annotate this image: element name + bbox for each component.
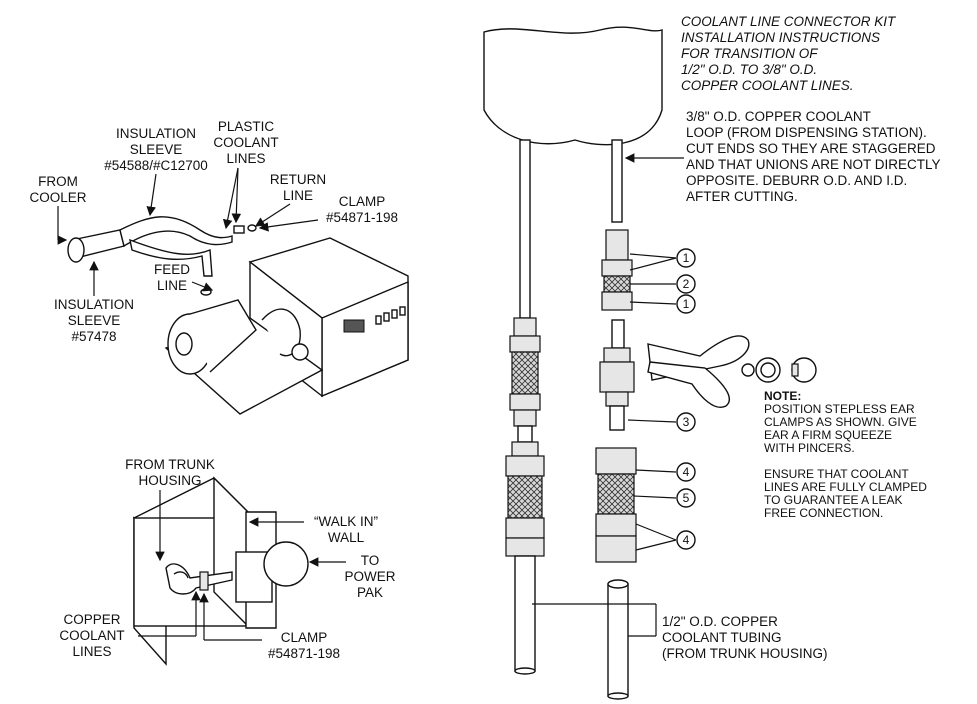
svg-text:CUT ENDS SO THEY ARE STAGGERED: CUT ENDS SO THEY ARE STAGGERED — [686, 141, 936, 156]
svg-text:SLEEVE: SLEEVE — [68, 313, 121, 328]
svg-text:TO GUARANTEE A LEAK: TO GUARANTEE A LEAK — [764, 493, 903, 507]
callout-label: 1 — [683, 297, 690, 311]
dispensing-station — [483, 26, 663, 146]
clamp-note: NOTE: POSITION STEPLESS EAR CLAMPS AS SH… — [764, 389, 927, 520]
svg-text:PAK: PAK — [357, 585, 383, 600]
title-line: 1/2" O.D. TO 3/8" O.D. — [681, 62, 817, 77]
callout-label: 4 — [683, 533, 690, 547]
svg-text:INSULATION: INSULATION — [116, 126, 196, 141]
callout-4a: 4 — [635, 462, 696, 482]
pincers-tool — [647, 335, 755, 408]
title-line: FOR TRANSITION OF — [681, 46, 818, 61]
svg-text:LINES: LINES — [226, 151, 265, 166]
svg-text:3/8" O.D. COPPER COOLANT: 3/8" O.D. COPPER COOLANT — [686, 109, 871, 124]
title-block: COOLANT LINE CONNECTOR KIT INSTALLATION … — [681, 14, 897, 93]
callout-1a: 1 — [629, 248, 696, 271]
callout-label: 1 — [683, 251, 690, 265]
right-tube-assembly — [595, 139, 637, 700]
title-line: COPPER COOLANT LINES. — [681, 78, 854, 93]
svg-text:#54588/#C12700: #54588/#C12700 — [104, 158, 208, 173]
svg-text:(FROM TRUNK HOUSING): (FROM TRUNK HOUSING) — [662, 646, 828, 661]
svg-text:TO: TO — [361, 553, 380, 568]
svg-text:INSULATION: INSULATION — [54, 297, 134, 312]
svg-text:ENSURE THAT COOLANT: ENSURE THAT COOLANT — [764, 467, 909, 481]
callouts: 1 2 1 3 4 5 4 — [627, 248, 696, 551]
svg-text:COPPER: COPPER — [63, 612, 120, 627]
svg-text:1/2" O.D. COPPER: 1/2" O.D. COPPER — [662, 614, 778, 629]
svg-text:AND THAT UNIONS ARE NOT DIRECT: AND THAT UNIONS ARE NOT DIRECTLY — [686, 157, 941, 172]
callout-2: 2 — [630, 274, 696, 294]
svg-text:POWER: POWER — [344, 569, 395, 584]
svg-text:POSITION STEPLESS EAR: POSITION STEPLESS EAR — [764, 402, 915, 416]
svg-text:PLASTIC: PLASTIC — [218, 119, 275, 134]
svg-text:CLAMP: CLAMP — [339, 194, 386, 209]
left-tube-assembly — [505, 139, 545, 675]
svg-text:FREE CONNECTION.: FREE CONNECTION. — [764, 506, 883, 520]
ear-clamp-closed-icon — [791, 357, 817, 383]
svg-text:LOOP (FROM DISPENSING STATION): LOOP (FROM DISPENSING STATION). — [686, 125, 927, 140]
svg-text:LINE: LINE — [283, 188, 313, 203]
tubing-note: 1/2" O.D. COPPER COOLANT TUBING (FROM TR… — [662, 614, 828, 661]
callout-5: 5 — [633, 488, 696, 508]
svg-text:COOLANT: COOLANT — [213, 135, 278, 150]
callout-label: 2 — [683, 277, 690, 291]
callout-label: 4 — [683, 465, 690, 479]
cooler-labels: INSULATION SLEEVE #54588/#C12700 PLASTIC… — [29, 119, 398, 344]
svg-text:LINES ARE FULLY CLAMPED: LINES ARE FULLY CLAMPED — [764, 480, 927, 494]
svg-text:LINES: LINES — [72, 644, 111, 659]
svg-text:FROM TRUNK: FROM TRUNK — [125, 457, 215, 472]
title-line: COOLANT LINE CONNECTOR KIT — [681, 14, 897, 29]
svg-text:COOLANT TUBING: COOLANT TUBING — [662, 630, 782, 645]
ear-clamp-open-icon — [755, 357, 781, 383]
svg-text:#54871-198: #54871-198 — [326, 210, 398, 225]
svg-text:FROM: FROM — [38, 174, 78, 189]
insulation-sleeve — [67, 216, 233, 277]
callout-1b: 1 — [629, 294, 696, 314]
note-heading: NOTE: — [764, 389, 801, 403]
loop-note: 3/8" O.D. COPPER COOLANT LOOP (FROM DISP… — [686, 109, 941, 204]
svg-text:SLEEVE: SLEEVE — [130, 142, 183, 157]
svg-text:“WALK IN”: “WALK IN” — [314, 514, 378, 529]
title-line: INSTALLATION INSTRUCTIONS — [681, 30, 880, 45]
svg-text:OPPOSITE. DEBURR O.D. AND I.D.: OPPOSITE. DEBURR O.D. AND I.D. — [686, 173, 907, 188]
svg-text:COOLER: COOLER — [29, 190, 86, 205]
walk-in-wall — [132, 476, 309, 666]
svg-text:HOUSING: HOUSING — [138, 473, 201, 488]
svg-text:COOLANT: COOLANT — [59, 628, 124, 643]
callout-4b: 4 — [635, 523, 696, 551]
svg-text:#54871-198: #54871-198 — [268, 646, 340, 661]
svg-text:FEED: FEED — [154, 262, 190, 277]
svg-text:AFTER CUTTING.: AFTER CUTTING. — [686, 189, 798, 204]
svg-text:CLAMPS AS SHOWN. GIVE: CLAMPS AS SHOWN. GIVE — [764, 415, 917, 429]
wall-labels: FROM TRUNK HOUSING “WALK IN” WALL TO POW… — [59, 457, 395, 661]
svg-text:LINE: LINE — [157, 278, 187, 293]
callout-label: 5 — [683, 491, 690, 505]
cooler-leader-lines — [57, 167, 319, 296]
callout-3: 3 — [627, 412, 696, 432]
svg-text:CLAMP: CLAMP — [281, 630, 328, 645]
wall-leader-lines — [138, 490, 346, 641]
svg-text:EAR A FIRM SQUEEZE: EAR A FIRM SQUEEZE — [764, 428, 892, 442]
svg-text:#57478: #57478 — [71, 329, 116, 344]
callout-label: 3 — [683, 415, 690, 429]
svg-text:WITH PINCERS.: WITH PINCERS. — [764, 441, 855, 455]
svg-text:WALL: WALL — [328, 530, 365, 545]
power-pak-unit — [164, 237, 409, 415]
svg-text:RETURN: RETURN — [270, 172, 326, 187]
